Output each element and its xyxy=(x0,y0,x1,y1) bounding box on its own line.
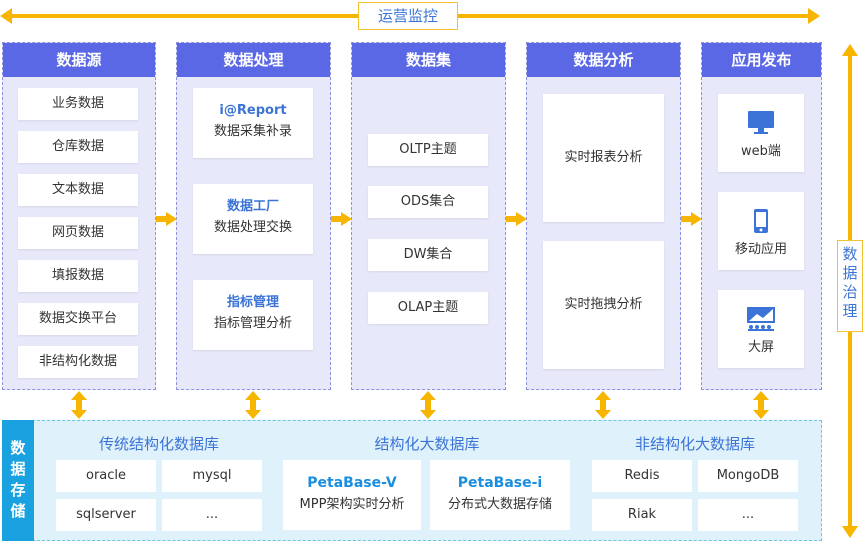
storage-char: 据 xyxy=(10,460,26,478)
governance-char: 治 xyxy=(842,283,858,301)
db-item: MongoDB xyxy=(698,460,798,492)
data-storage-label: 数 据 存 储 xyxy=(2,420,34,541)
column-header: 数据集 xyxy=(352,43,505,77)
mobile-phone-icon xyxy=(753,208,769,234)
processing-item-title: i@Report xyxy=(219,103,287,118)
storage-char: 储 xyxy=(10,502,26,520)
analysis-item: 实时报表分析 xyxy=(543,94,664,222)
db-item: Riak xyxy=(592,499,692,531)
publish-item-label: web端 xyxy=(741,144,781,159)
column-header: 数据源 xyxy=(3,43,155,77)
flow-arrow-right xyxy=(681,212,703,226)
column-header: 应用发布 xyxy=(702,43,821,77)
publish-item-mobile: 移动应用 xyxy=(718,192,804,270)
storage-group-title: 传统结构化数据库 xyxy=(98,435,219,453)
storage-link-arrow xyxy=(420,391,436,419)
publish-item-label: 大屏 xyxy=(747,340,774,355)
storage-link-arrow xyxy=(595,391,611,419)
analysis-item: 实时拖拽分析 xyxy=(543,241,664,369)
processing-item-subtitle: 数据采集补录 xyxy=(213,124,292,139)
monitor-icon xyxy=(747,110,775,136)
source-item: 非结构化数据 xyxy=(18,346,138,378)
storage-link-arrow xyxy=(245,391,261,419)
flow-arrow-right xyxy=(331,212,353,226)
db-item: ... xyxy=(698,499,798,531)
storage-char: 数 xyxy=(10,439,26,457)
storage-group-title: 结构化大数据库 xyxy=(374,435,480,453)
source-item: 网页数据 xyxy=(18,217,138,249)
source-item: 业务数据 xyxy=(18,88,138,120)
source-item: 数据交换平台 xyxy=(18,303,138,335)
storage-group-title: 非结构化大数据库 xyxy=(634,435,755,453)
big-db-title: PetaBase-i xyxy=(457,475,543,491)
flow-arrow-right xyxy=(156,212,178,226)
big-screen-icon xyxy=(745,306,777,332)
data-governance-label: 数 据 治 理 xyxy=(837,240,863,332)
governance-char: 据 xyxy=(842,264,858,282)
flow-arrow-right xyxy=(506,212,528,226)
dataset-item: ODS集合 xyxy=(368,186,488,218)
source-item: 文本数据 xyxy=(18,174,138,206)
storage-link-arrow xyxy=(753,391,769,419)
big-db-subtitle: MPP架构实时分析 xyxy=(299,497,405,512)
dataset-item: OLAP主题 xyxy=(368,292,488,324)
processing-item-ireport: i@Report 数据采集补录 xyxy=(193,88,313,158)
column-header: 数据分析 xyxy=(527,43,680,77)
arrow-right-head xyxy=(808,8,820,24)
column-header: 数据处理 xyxy=(177,43,330,77)
big-db-subtitle: 分布式大数据存储 xyxy=(447,497,552,512)
db-item: Redis xyxy=(592,460,692,492)
db-item: sqlserver xyxy=(56,499,156,531)
storage-link-arrow xyxy=(71,391,87,419)
db-item: ... xyxy=(162,499,262,531)
petabase-v-card: PetaBase-V MPP架构实时分析 xyxy=(283,460,421,530)
processing-item-title: 指标管理 xyxy=(226,295,279,310)
db-item: mysql xyxy=(162,460,262,492)
arrow-left-head xyxy=(0,8,12,24)
processing-item-indicator: 指标管理 指标管理分析 xyxy=(193,280,313,350)
big-db-title: PetaBase-V xyxy=(307,475,397,491)
publish-item-label: 移动应用 xyxy=(734,242,787,257)
source-item: 填报数据 xyxy=(18,260,138,292)
publish-item-web: web端 xyxy=(718,94,804,172)
dataset-item: OLTP主题 xyxy=(368,134,488,166)
processing-item-subtitle: 指标管理分析 xyxy=(213,316,292,331)
arrow-up-head xyxy=(842,44,858,56)
processing-item-title: 数据工厂 xyxy=(226,199,279,214)
arrow-down-head xyxy=(842,526,858,538)
dataset-item: DW集合 xyxy=(368,239,488,271)
source-item: 仓库数据 xyxy=(18,131,138,163)
storage-char: 存 xyxy=(10,481,26,499)
processing-item-data-factory: 数据工厂 数据处理交换 xyxy=(193,184,313,254)
db-item: oracle xyxy=(56,460,156,492)
operations-monitor-label: 运营监控 xyxy=(358,2,458,30)
publish-item-big-screen: 大屏 xyxy=(718,290,804,368)
petabase-i-card: PetaBase-i 分布式大数据存储 xyxy=(430,460,570,530)
governance-char: 数 xyxy=(842,245,858,263)
governance-char: 理 xyxy=(842,302,858,320)
processing-item-subtitle: 数据处理交换 xyxy=(213,220,292,235)
